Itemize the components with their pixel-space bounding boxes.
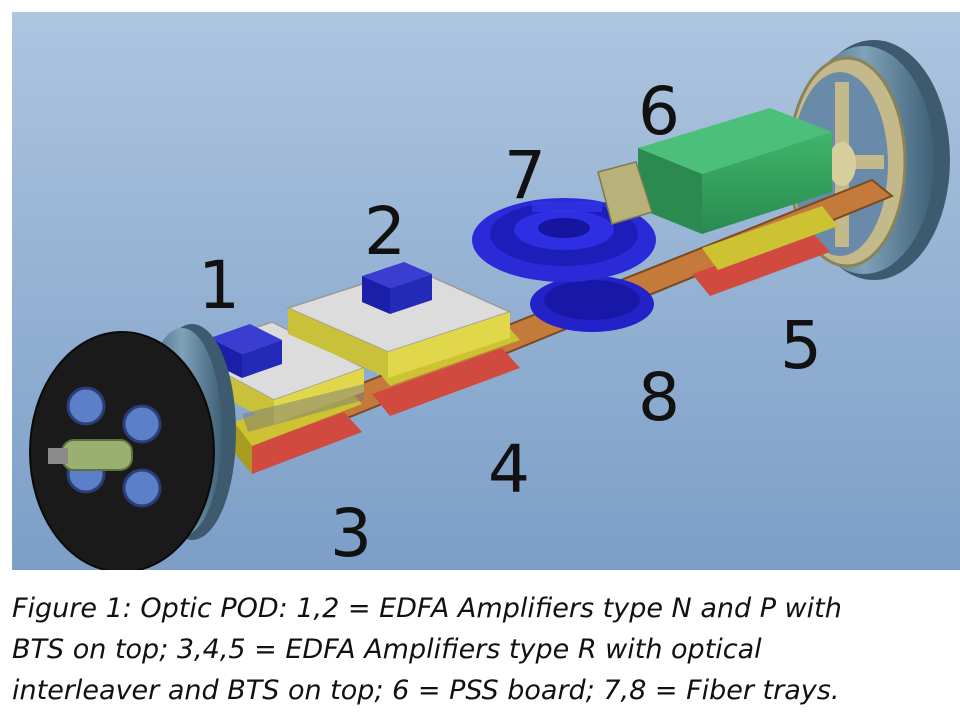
callout-6: 6 [638, 73, 680, 150]
connector-icon [122, 404, 162, 444]
optic-pod-render: 1 2 3 4 5 6 7 8 [12, 12, 960, 570]
callout-1: 1 [198, 247, 240, 324]
bts-block-2 [362, 262, 432, 314]
caption-line-1: Figure 1: Optic POD: 1,2 = EDFA Amplifie… [12, 593, 842, 624]
connector-icon [122, 468, 162, 508]
caption-line-2: BTS on top; 3,4,5 = EDFA Amplifiers type… [12, 634, 762, 665]
connector-icon [66, 386, 106, 426]
callout-4: 4 [488, 431, 530, 508]
fiber-feedthrough [61, 439, 133, 471]
callout-5: 5 [780, 307, 822, 384]
optic-pod-illustration: 1 2 3 4 5 6 7 8 [12, 12, 960, 570]
edfa-module-5 [692, 206, 838, 296]
callout-labels: 1 2 3 4 5 6 7 8 [198, 73, 822, 570]
pss-board [597, 108, 832, 234]
callout-7: 7 [504, 137, 546, 214]
figure-caption: Figure 1: Optic POD: 1,2 = EDFA Amplifie… [12, 588, 956, 711]
callout-2: 2 [364, 193, 406, 270]
fiber-tray-8 [530, 276, 654, 332]
fiber-tray-7 [472, 198, 656, 282]
callout-8: 8 [638, 359, 680, 436]
callout-3: 3 [330, 495, 372, 570]
left-end-cap [29, 324, 236, 570]
caption-line-3: interleaver and BTS on top; 6 = PSS boar… [12, 675, 840, 706]
